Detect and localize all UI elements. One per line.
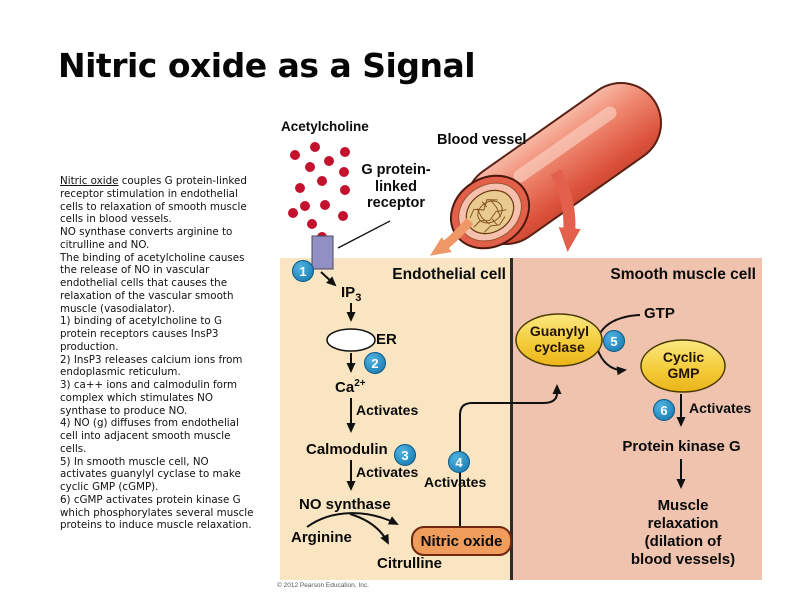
er-organelle (326, 328, 376, 352)
vessel-to-smooth-muscle-arrow (550, 169, 581, 252)
vessel-to-endothelial-arrow (430, 217, 474, 256)
acetylcholine-molecules (288, 142, 350, 242)
step-badge-4: 4 (448, 451, 470, 473)
paragraph: NO synthase converts arginine to citrull… (60, 226, 233, 251)
ip3-subscript: 3 (355, 292, 362, 304)
er-label: ER (376, 331, 397, 348)
ip3-label: IP3 (341, 284, 361, 304)
vessel-cut-face (449, 174, 531, 250)
cyclic-gmp-label: Cyclic GMP (662, 349, 705, 381)
paragraph: 3) ca++ ions and calmodulin form complex… (60, 379, 238, 417)
g-protein-receptor-label: G protein- linked receptor (361, 162, 431, 211)
nitric-oxide-box: Nitric oxide (411, 526, 512, 556)
calcium-label: Ca2+ (335, 378, 366, 396)
paragraph: 1) binding of acetylcholine to G protein… (60, 315, 222, 353)
underlined-lead: Nitric oxide (60, 175, 119, 187)
no-synthase-label: NO synthase (299, 496, 391, 513)
flow-arrow-receptor-to-ip3 (320, 271, 337, 287)
flow-arrow-gtp-to-cgmp (596, 314, 641, 376)
step-badge-3: 3 (394, 444, 416, 466)
calmodulin-label: Calmodulin (306, 441, 388, 458)
paragraph: Nitric oxide couples G protein-linked re… (60, 175, 284, 226)
copyright-notice: © 2012 Pearson Education, Inc. (277, 582, 369, 589)
guanylyl-cyclase-ellipse (515, 313, 603, 367)
activates-label-2: Activates (356, 464, 419, 480)
pathway-arrows (306, 271, 686, 545)
g-protein-receptor (311, 235, 334, 270)
step-badge-2: 2 (364, 352, 386, 374)
ca-superscript: 2+ (354, 378, 366, 389)
smooth-muscle-cell-header: Smooth muscle cell (610, 266, 756, 283)
activates-label-3: Activates (424, 474, 487, 490)
paragraph: 6) cGMP activates protein kinase G which… (60, 493, 254, 532)
activates-label-4: Activates (689, 400, 752, 416)
acetylcholine-label: Acetylcholine (281, 119, 369, 134)
paragraph: 5) In smooth muscle cell, NO activates g… (60, 455, 241, 494)
activates-label-1: Activates (356, 402, 419, 418)
protein-kinase-g-label: Protein kinase G (622, 438, 741, 455)
flow-arrow-no-to-guanylyl (459, 384, 562, 526)
page-title: Nitric oxide as a Signal (58, 46, 476, 85)
arginine-label: Arginine (291, 529, 352, 546)
paragraph: The binding of acetylcholine causes the … (60, 251, 245, 315)
step-badge-5: 5 (603, 330, 625, 352)
nitric-oxide-label: Nitric oxide (420, 532, 503, 550)
endothelial-cell-header: Endothelial cell (392, 266, 506, 283)
cell-membrane-divider (510, 258, 513, 580)
flow-arrow-to-citrulline (349, 513, 389, 545)
guanylyl-cyclase-label: Guanylyl cyclase (529, 323, 590, 355)
ca-base: Ca (335, 379, 355, 396)
cyclic-gmp-ellipse (640, 339, 726, 393)
smooth-muscle-cell-panel (513, 258, 762, 580)
paragraph-text: couples G protein-linked receptor stimul… (60, 175, 247, 226)
ip3-base: IP (341, 284, 356, 301)
paragraph: 2) InsP3 releases calcium ions from endo… (60, 353, 243, 379)
step-badge-6: 6 (653, 399, 675, 421)
blood-vessel-illustration (430, 82, 662, 256)
description-text-block: Nitric oxide couples G protein-linked re… (60, 175, 284, 532)
step-badge-1: 1 (292, 260, 314, 282)
blood-vessel-label: Blood vessel (437, 132, 527, 148)
paragraph: 4) NO (g) diffuses from endothelial cell… (60, 417, 239, 455)
gtp-label: GTP (644, 305, 675, 322)
citrulline-label: Citrulline (377, 555, 443, 572)
receptor-pointer-line (337, 220, 391, 249)
muscle-relaxation-label: Muscle relaxation (dilation of blood ves… (630, 497, 736, 568)
